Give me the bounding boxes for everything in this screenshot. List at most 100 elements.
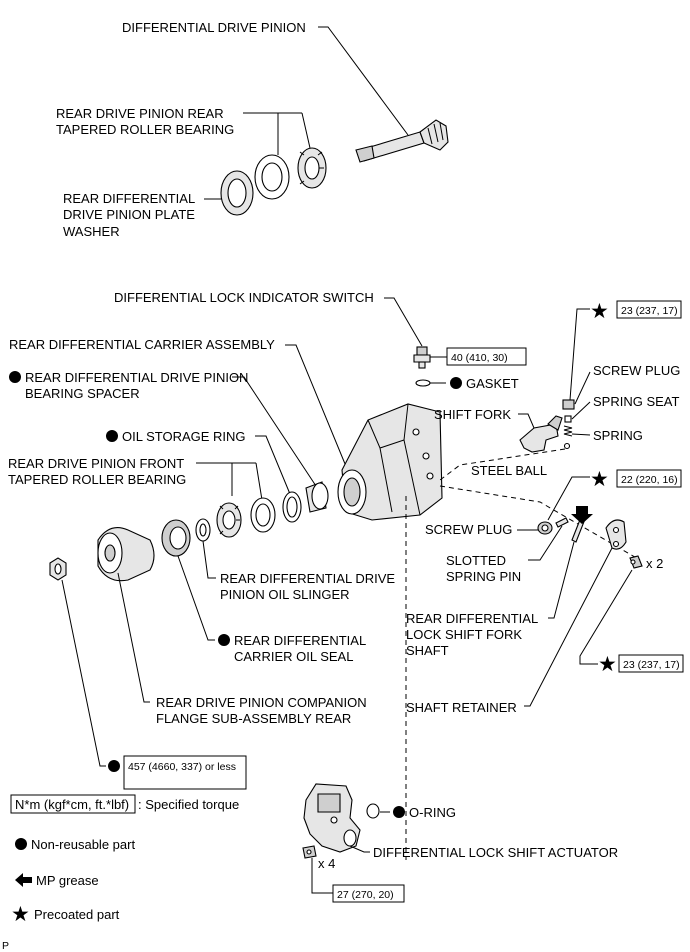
torque-indicator-switch: 40 (410, 30)	[451, 352, 508, 364]
slotted-spring-pin-part	[555, 517, 569, 528]
steel-ball-part	[563, 442, 571, 450]
oil-seal-part	[161, 519, 191, 557]
companion-nut-part	[49, 557, 67, 581]
label-differential-drive-pinion: DIFFERENTIAL DRIVE PINION	[122, 20, 306, 35]
non-reusable-icon-bearing-spacer	[9, 371, 21, 383]
oil-storage-ring-part	[282, 491, 302, 523]
mp-grease-arrow-icon-fork-shaft	[571, 506, 593, 524]
torque-actuator-bolt: 27 (270, 20)	[337, 889, 394, 901]
legend-torque-unit: N*m (kgf*cm, ft.*lbf)	[15, 797, 129, 812]
label-fork-shaft-line2: LOCK SHIFT FORK	[406, 627, 522, 642]
label-oil-seal-line2: CARRIER OIL SEAL	[234, 649, 353, 664]
shaft-retainer-part	[605, 519, 627, 550]
shift-fork-part	[519, 415, 563, 453]
bearing-spacer-part	[305, 481, 329, 513]
label-spring: SPRING	[593, 428, 643, 443]
spring-part	[563, 425, 573, 437]
leader-bearing-spacer	[232, 376, 317, 487]
torque-screw-plug-mid: 22 (220, 16)	[621, 474, 678, 486]
leader-indicator-switch	[384, 297, 423, 347]
legend-precoated-star-icon: ★	[11, 903, 30, 926]
label-oil-slinger-line2: PINION OIL SLINGER	[220, 587, 350, 602]
leader-drive-pinion	[318, 26, 409, 136]
leader-oil-slinger	[202, 540, 216, 579]
non-reusable-icon-oil-seal	[218, 634, 230, 646]
label-bearing-spacer-line1: REAR DIFFERENTIAL DRIVE PINION	[25, 370, 248, 385]
label-shift-actuator: DIFFERENTIAL LOCK SHIFT ACTUATOR	[373, 845, 618, 860]
torque-box-screw-plug-mid	[616, 469, 682, 488]
qty-actuator-bolt: x 4	[318, 856, 335, 871]
gasket-part	[415, 379, 431, 387]
non-reusable-icon-o-ring	[393, 806, 405, 818]
label-plate-washer-line2: DRIVE PINION PLATE	[63, 207, 195, 222]
label-plate-washer-line1: REAR DIFFERENTIAL	[63, 191, 195, 206]
label-shift-fork: SHIFT FORK	[434, 407, 511, 422]
legend-precoated: Precoated part	[34, 907, 120, 922]
label-screw-plug-top: SCREW PLUG	[593, 363, 680, 378]
qty-retainer-bolt: x 2	[646, 556, 663, 571]
oil-slinger-part	[195, 518, 211, 542]
leader-rear-bearing	[243, 112, 311, 155]
label-carrier-assembly: REAR DIFFERENTIAL CARRIER ASSEMBLY	[9, 337, 275, 352]
label-fork-shaft-line1: REAR DIFFERENTIAL	[406, 611, 538, 626]
torque-box-retainer-bolt	[618, 654, 684, 673]
screw-plug-mid-part	[537, 521, 553, 535]
label-lock-indicator-switch: DIFFERENTIAL LOCK INDICATOR SWITCH	[114, 290, 374, 305]
label-gasket: GASKET	[466, 376, 519, 391]
shift-actuator-part	[303, 783, 361, 853]
leader-oil-seal	[177, 555, 215, 641]
legend-torque-desc: : Specified torque	[138, 797, 239, 812]
leader-carrier-assembly	[285, 344, 351, 477]
label-oil-seal-line1: REAR DIFFERENTIAL	[234, 633, 366, 648]
non-reusable-icon-gasket	[450, 377, 462, 389]
label-screw-plug-mid: SCREW PLUG	[425, 522, 512, 537]
precoated-star-icon-screw-plug-top: ★	[590, 300, 609, 323]
legend-non-reusable-icon	[15, 838, 27, 850]
actuator-bolt-part	[302, 845, 317, 859]
front-tapered-roller-bearing-part	[216, 497, 276, 538]
label-rear-bearing-line1: REAR DRIVE PINION REAR	[56, 106, 224, 121]
torque-box-companion-nut	[123, 755, 247, 790]
non-reusable-icon-companion-nut	[108, 760, 120, 772]
retainer-bolt-part	[629, 555, 643, 569]
indicator-switch-part	[413, 346, 431, 369]
legend-torque-box	[10, 794, 136, 814]
torque-retainer-bolt: 23 (237, 17)	[623, 659, 680, 671]
o-ring-part	[366, 803, 380, 819]
label-companion-flange-line1: REAR DRIVE PINION COMPANION	[156, 695, 367, 710]
precoated-star-icon-screw-plug-mid: ★	[590, 468, 609, 491]
precoated-star-icon-retainer-bolt: ★	[598, 653, 617, 676]
companion-flange-part	[97, 527, 155, 582]
label-plate-washer-line3: WASHER	[63, 224, 120, 239]
spring-seat-part	[564, 415, 572, 423]
legend-mp-grease: MP grease	[36, 873, 99, 888]
label-oil-slinger-line1: REAR DIFFERENTIAL DRIVE	[220, 571, 395, 586]
label-spring-seat: SPRING SEAT	[593, 394, 680, 409]
label-oil-storage-ring: OIL STORAGE RING	[122, 429, 246, 444]
label-o-ring: O-RING	[409, 805, 456, 820]
leader-front-bearing	[196, 462, 263, 501]
leader-companion-flange	[117, 572, 150, 703]
label-fork-shaft-line3: SHAFT	[406, 643, 449, 658]
plate-washer-part	[220, 170, 254, 216]
screw-plug-top-part	[562, 399, 575, 410]
label-slotted-pin-line2: SPRING PIN	[446, 569, 521, 584]
label-front-bearing-line1: REAR DRIVE PINION FRONT	[8, 456, 184, 471]
torque-companion-nut: 457 (4660, 337) or less	[128, 761, 236, 773]
torque-screw-plug-top: 23 (237, 17)	[621, 305, 678, 317]
legend-non-reusable: Non-reusable part	[31, 837, 135, 852]
label-shaft-retainer: SHAFT RETAINER	[406, 700, 517, 715]
legend: N*m (kgf*cm, ft.*lbf) : Specified torque…	[10, 794, 239, 926]
legend-mp-grease-arrow-icon	[15, 873, 32, 887]
label-steel-ball: STEEL BALL	[471, 463, 547, 478]
label-front-bearing-line2: TAPERED ROLLER BEARING	[8, 472, 186, 487]
leader-companion-nut	[61, 579, 106, 767]
carrier-assembly-part	[337, 403, 443, 521]
leader-oil-storage-ring	[255, 435, 291, 495]
torque-box-actuator-bolt	[332, 884, 405, 903]
differential-drive-pinion-part	[355, 119, 449, 163]
label-companion-flange-line2: FLANGE SUB-ASSEMBLY REAR	[156, 711, 351, 726]
label-slotted-pin-line1: SLOTTED	[446, 553, 506, 568]
label-bearing-spacer-line2: BEARING SPACER	[25, 386, 140, 401]
